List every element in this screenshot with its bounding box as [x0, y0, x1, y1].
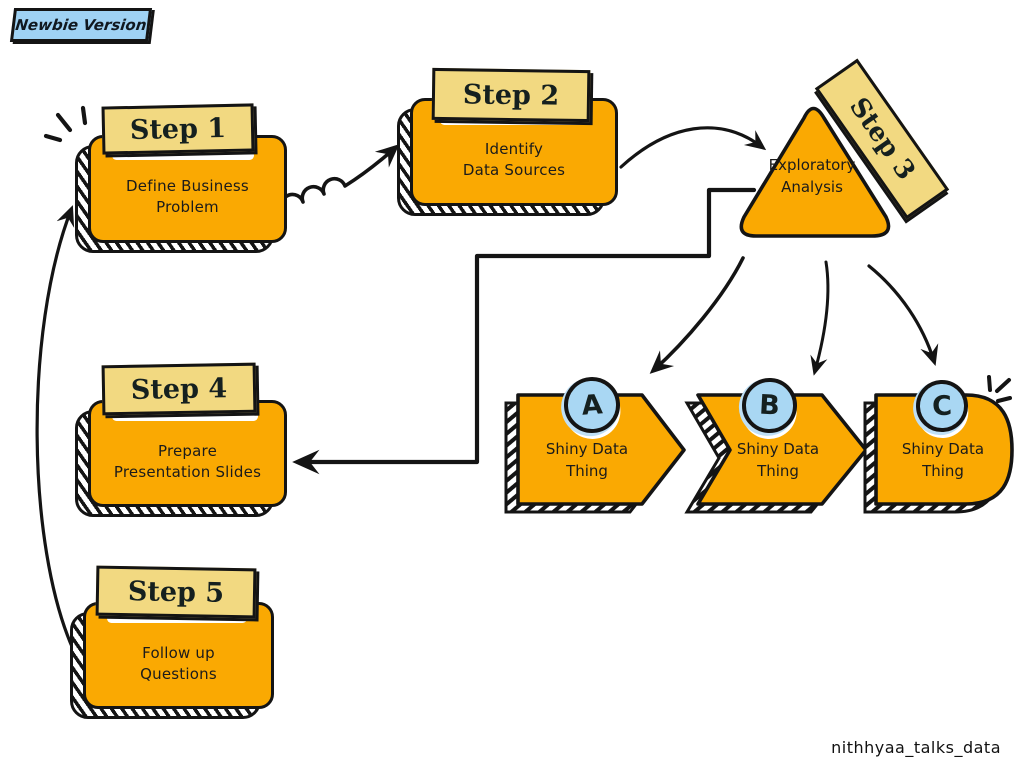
step3-body: Exploratory Analysis [728, 154, 896, 198]
watermark-text: nithhyaa_talks_data [831, 738, 1001, 757]
output-c-label: Shiny Data Thing [883, 438, 1003, 482]
step4-title-tab: Step 4 [101, 362, 257, 416]
sparkle-step1 [43, 105, 88, 143]
arrow-step5-to-step1 [35, 205, 75, 651]
rounded-shape-c [863, 393, 1014, 514]
output-b-letter: B [758, 389, 781, 422]
arrow-shape-a [504, 393, 686, 514]
step4-title: Step 4 [130, 372, 228, 406]
output-a-line1: Shiny Data [545, 440, 629, 458]
step2-card: Step 2 Identify Data Sources [397, 67, 618, 216]
step2-title: Step 2 [462, 78, 560, 112]
step1-card: Step 1 Define Business Problem [75, 103, 287, 253]
arrow-step3-to-a [649, 256, 745, 374]
step5-title-tab: Step 5 [95, 565, 257, 619]
arrow-step3-to-c [867, 264, 939, 366]
arrow-step1-to-step2 [279, 144, 400, 211]
output-c-line2: Thing [922, 462, 964, 480]
output-c-letter: C [931, 390, 953, 422]
step1-title-tab: Step 1 [101, 103, 255, 155]
triangle-shape [739, 106, 891, 238]
output-c: Shiny Data Thing [862, 390, 1020, 514]
output-c-line1: Shiny Data [901, 440, 985, 458]
step2-body-line2: Data Sources [462, 161, 566, 179]
step2-body-line1: Identify [484, 140, 544, 158]
version-badge: Newbie Version [9, 8, 153, 42]
output-a-line2: Thing [566, 462, 608, 480]
arrow-step3-to-b [810, 260, 830, 376]
step3-body-line1: Exploratory [768, 156, 856, 174]
step1-title: Step 1 [129, 112, 227, 146]
step5-card: Step 5 Follow up Questions [70, 565, 274, 719]
step2-title-tab: Step 2 [431, 67, 591, 123]
output-a-label: Shiny Data Thing [527, 438, 647, 482]
step4-body-line1: Prepare [157, 441, 218, 460]
output-a: Shiny Data Thing [502, 390, 688, 514]
step1-body-line1: Define Business [126, 177, 249, 195]
step5-title: Step 5 [127, 575, 225, 609]
output-b-label: Shiny Data Thing [718, 438, 838, 482]
step5-body-line1: Follow up [142, 643, 215, 662]
step3-body-line2: Analysis [781, 178, 843, 196]
chevron-shape-b [684, 393, 868, 514]
step1-body-line2: Problem [156, 198, 219, 216]
step3-triangle: Exploratory Analysis [728, 94, 900, 246]
output-b: Shiny Data Thing [684, 390, 870, 514]
output-b-line1: Shiny Data [736, 440, 820, 458]
step5-body-line2: Questions [140, 664, 217, 683]
step4-card: Step 4 Prepare Presentation Slides [75, 362, 287, 517]
output-b-line2: Thing [757, 462, 799, 480]
step4-body-line2: Presentation Slides [113, 462, 262, 481]
output-a-letter: A [580, 388, 604, 422]
